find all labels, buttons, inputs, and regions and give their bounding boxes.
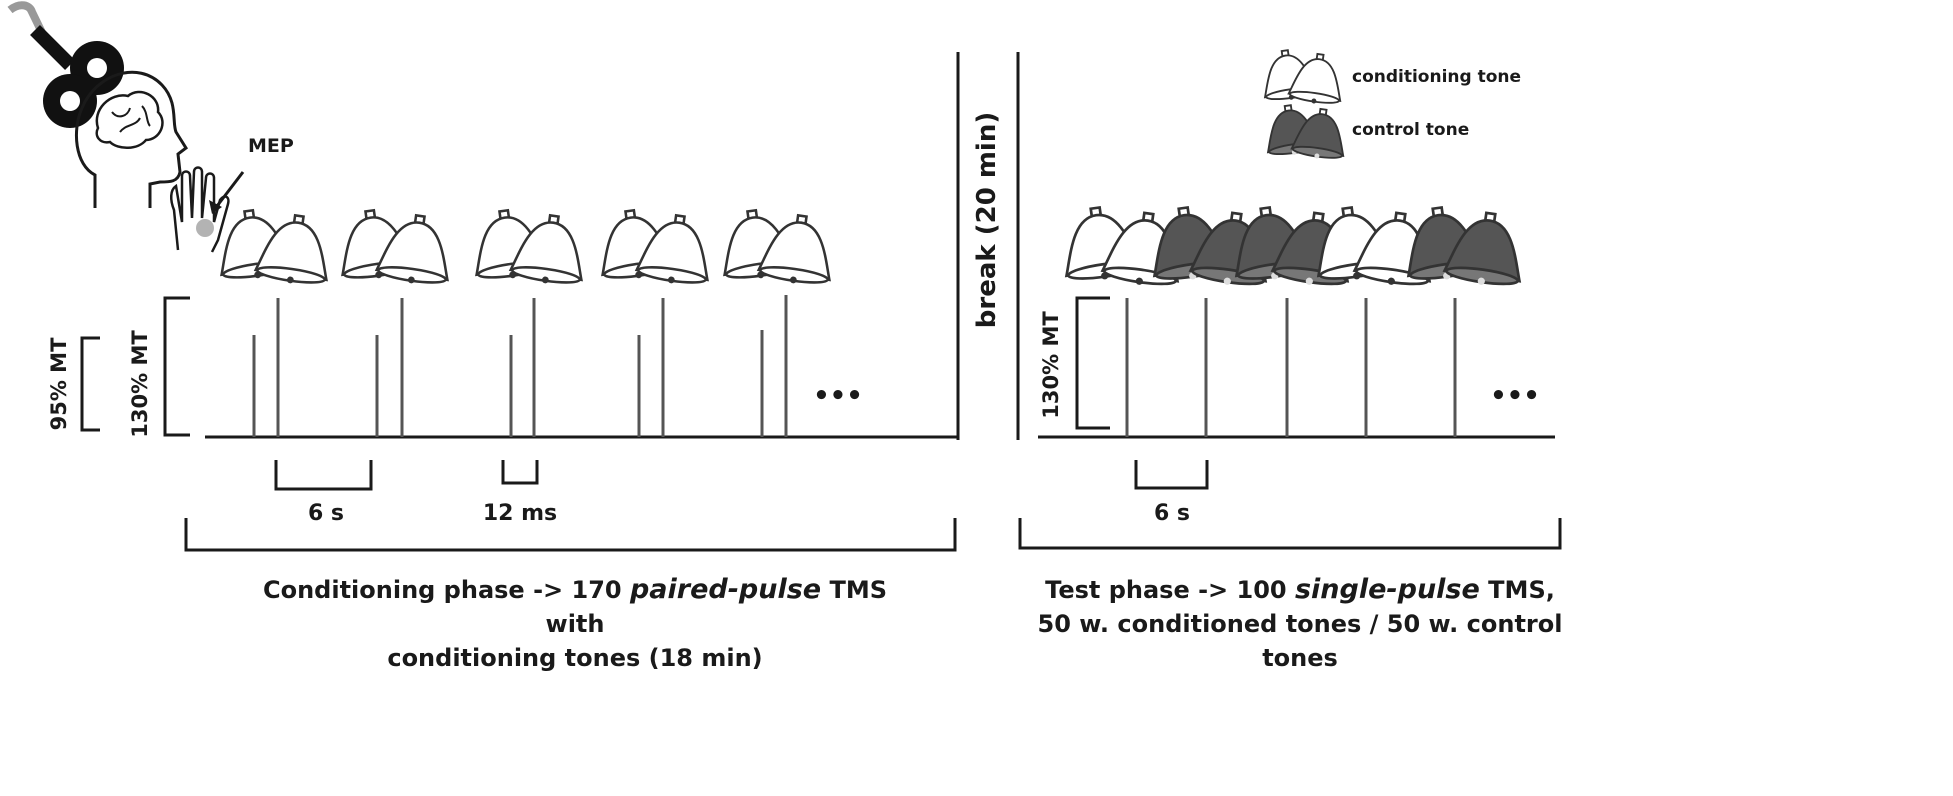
caption-test-line2: 50 w. conditioned tones / 50 w. control …	[1037, 610, 1563, 672]
interval-bracket-6s-left	[274, 460, 373, 491]
conditioning-tone-icon	[333, 204, 457, 290]
conditioning-phase-pulses	[252, 295, 788, 437]
paired-pulse-5	[760, 295, 788, 437]
intensity-scale-left: 95% MT 130% MT	[47, 296, 190, 438]
conditioning-tone-icon	[715, 204, 839, 290]
caption-conditioning-post: TMS with	[545, 576, 888, 638]
test-phase-tones	[1056, 201, 1530, 292]
legend: conditioning tone control tone	[1258, 46, 1521, 164]
caption-conditioning-line2: conditioning tones (18 min)	[387, 644, 763, 672]
brain-icon	[95, 90, 164, 149]
paired-pulse-3	[509, 298, 536, 437]
caption-conditioning-pre: Conditioning phase -> 170	[262, 576, 630, 604]
bracket-130mt-left	[163, 296, 190, 437]
caption-conditioning-emphasis: paired-pulse	[629, 574, 822, 605]
conditioning-phase-brace	[184, 518, 957, 552]
paired-pulse-1	[252, 298, 280, 437]
paired-pulse-2	[375, 298, 404, 437]
bracket-95mt	[80, 336, 100, 432]
mep-label: MEP	[248, 135, 294, 157]
legend-conditioning-label: conditioning tone	[1352, 67, 1521, 87]
head-icon	[74, 70, 189, 208]
control-tone-icon	[1398, 201, 1530, 292]
interval-label-6s-left: 6 s	[308, 501, 344, 526]
caption-test-emphasis: single-pulse	[1294, 574, 1480, 605]
conditioning-phase-caption: Conditioning phase -> 170 paired-pulse T…	[230, 573, 920, 675]
conditioning-phase-tones	[212, 204, 839, 290]
bracket-130mt-right	[1075, 296, 1110, 430]
hand-icon	[170, 166, 230, 253]
conditioning-tone-icon	[593, 204, 717, 290]
test-phase-caption: Test phase -> 100 single-pulse TMS, 50 w…	[1000, 573, 1600, 675]
label-95mt: 95% MT	[47, 337, 71, 430]
interval-label-12ms: 12 ms	[483, 501, 557, 526]
label-130mt-right: 130% MT	[1039, 311, 1063, 419]
mep-arrowhead	[209, 200, 222, 214]
mep-arrow	[212, 171, 245, 211]
caption-test-post: TMS,	[1479, 576, 1555, 604]
tms-coil-icon	[7, 1, 124, 128]
head-coil-hand-illustration: MEP	[7, 1, 294, 253]
legend-control-tone-icon	[1261, 101, 1351, 164]
ellipsis-conditioning: •••	[813, 381, 863, 411]
break-label: break (20 min)	[972, 112, 1002, 328]
interval-bracket-12ms	[501, 460, 539, 485]
test-phase-brace	[1018, 518, 1562, 550]
ellipsis-test: •••	[1490, 381, 1540, 411]
legend-conditioning-tone-icon	[1258, 46, 1348, 109]
paired-pulse-4	[637, 298, 665, 437]
interval-label-6s-right: 6 s	[1154, 501, 1190, 526]
label-130mt-left: 130% MT	[128, 330, 152, 438]
conditioning-tone-icon	[467, 204, 591, 290]
caption-test-pre: Test phase -> 100	[1045, 576, 1295, 604]
legend-control-label: control tone	[1352, 120, 1469, 140]
interval-bracket-6s-right	[1134, 460, 1209, 490]
conditioning-tone-icon	[212, 204, 336, 290]
mep-electrode-dot	[196, 219, 214, 237]
test-phase-pulses	[1125, 298, 1457, 437]
